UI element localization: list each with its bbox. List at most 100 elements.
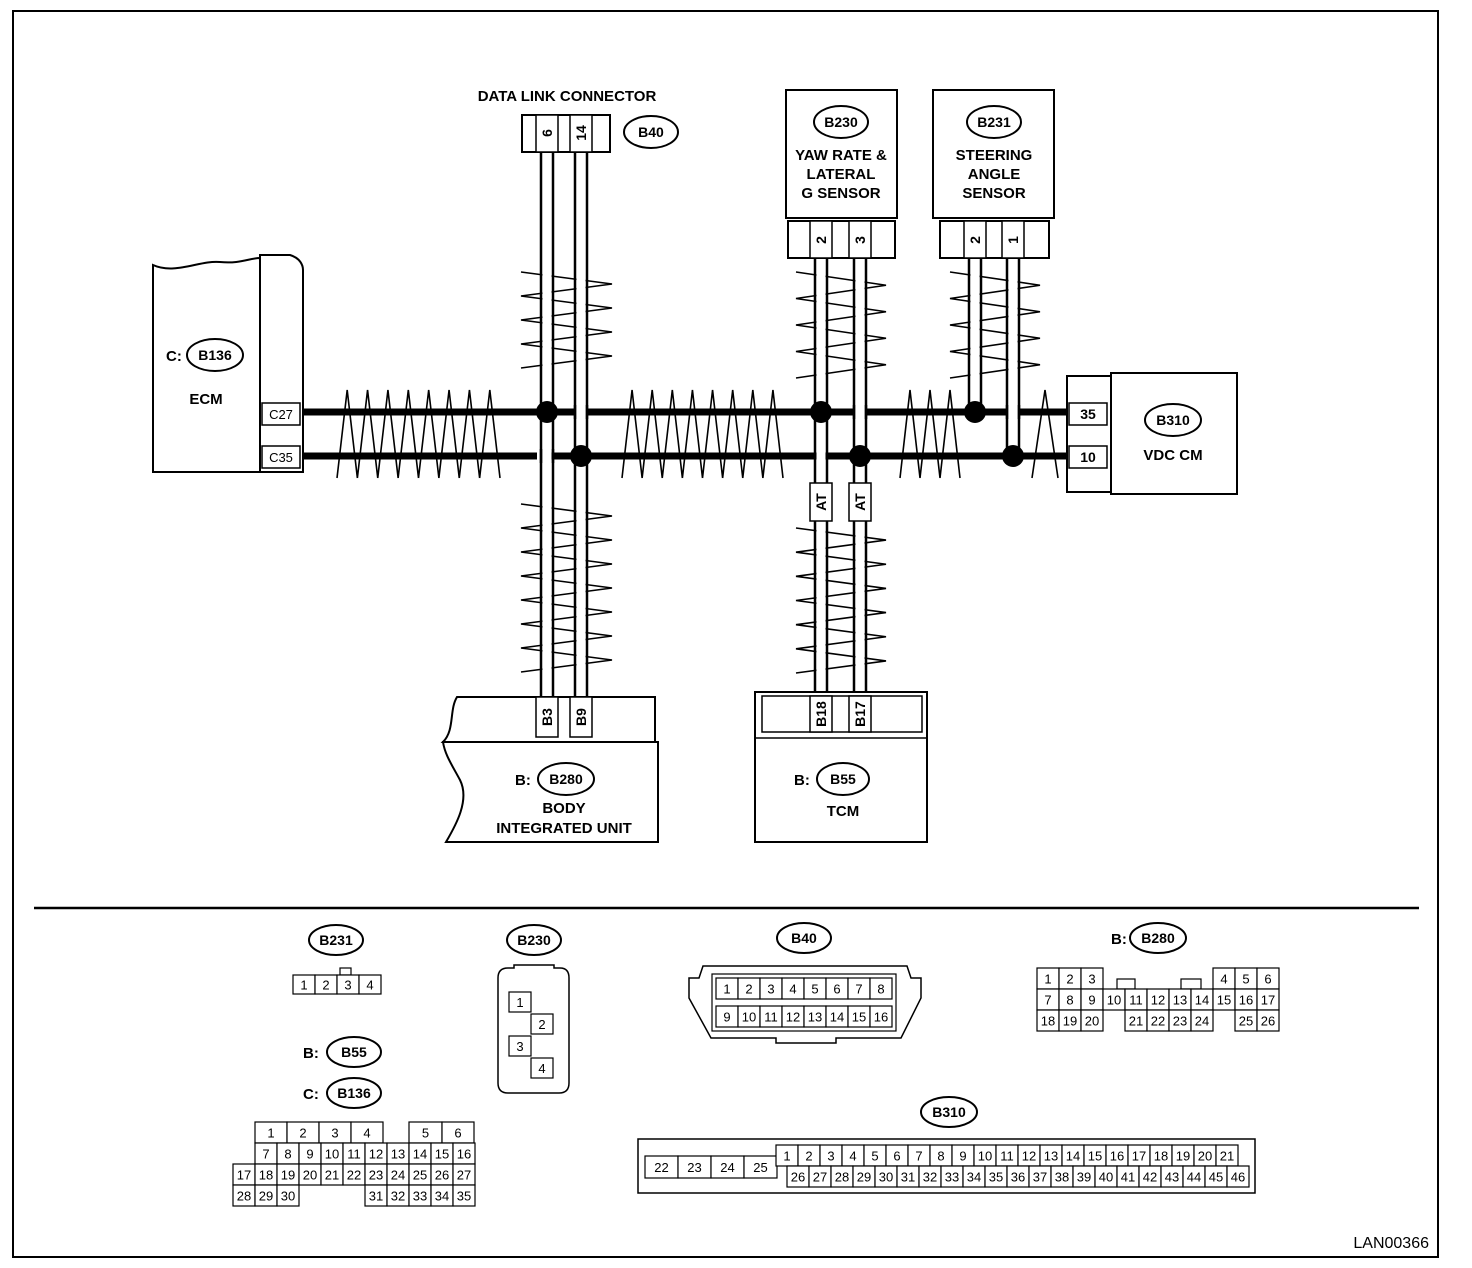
b310-pin-1-label: 1 — [783, 1149, 790, 1164]
b136-view-badge: B136 — [337, 1085, 371, 1101]
b280-pin-19-label: 19 — [1063, 1014, 1077, 1029]
b55-pin-30-cell — [276, 1184, 300, 1207]
ecm-module: C27 C35 C: B136 ECM — [152, 254, 304, 473]
b280-pin-1-label: 1 — [1044, 972, 1051, 987]
b230-pin-1-label: 1 — [516, 995, 523, 1010]
yaw-pin-a: 2 — [813, 236, 829, 244]
b55-pin-1-label: 1 — [267, 1126, 274, 1141]
b55-pin-15-label: 15 — [435, 1147, 449, 1162]
b40-pin-6-label: 6 — [833, 982, 840, 997]
dlc-connector-badge: B40 — [638, 124, 664, 140]
biu-pin-a: B3 — [539, 708, 555, 726]
ecm-name: ECM — [189, 391, 222, 408]
wire-fill — [542, 153, 1018, 696]
b280-pin-14-label: 14 — [1195, 993, 1209, 1008]
b40-pin-11-label: 11 — [764, 1010, 778, 1025]
b280-pin-18-label: 18 — [1041, 1014, 1055, 1029]
b55-pin-7-label: 7 — [262, 1147, 269, 1162]
b55-pin-8-label: 8 — [284, 1147, 291, 1162]
diagram-reference-code: LAN00366 — [1353, 1235, 1429, 1252]
b40-pin-10-label: 10 — [742, 1010, 756, 1025]
b310-pin-26-label: 26 — [791, 1170, 805, 1185]
b40-pin-14-label: 14 — [830, 1010, 844, 1025]
twist-horizontal — [1031, 389, 1059, 479]
b310-pin-12-label: 12 — [1022, 1149, 1036, 1164]
b231-view-badge: B231 — [319, 932, 353, 948]
twist-vertical — [795, 271, 887, 379]
b40-pin-2-label: 2 — [745, 982, 752, 997]
b310-pin-39-label: 39 — [1077, 1170, 1091, 1185]
b280-pin-2-label: 2 — [1066, 972, 1073, 987]
b231-pin-2-label: 2 — [322, 978, 329, 993]
b55-pin-35-label: 35 — [457, 1189, 471, 1204]
b280-pin-13-label: 13 — [1173, 993, 1187, 1008]
b40-pin-13-label: 13 — [808, 1010, 822, 1025]
b310-pin-7-label: 7 — [915, 1149, 922, 1164]
steer-pin-a: 2 — [967, 236, 983, 244]
tcm-name: TCM — [827, 803, 860, 820]
b55-pin-16-label: 16 — [457, 1147, 471, 1162]
b280-view-badge: B280 — [1141, 930, 1175, 946]
steer-connector-badge: B231 — [977, 114, 1011, 130]
b280-pin-26-cell — [1256, 1009, 1280, 1032]
b55-pin-9-label: 9 — [306, 1147, 313, 1162]
b280-pin-3-label: 3 — [1088, 972, 1095, 987]
b55-pin-18-label: 18 — [259, 1168, 273, 1183]
b280-pin-24-label: 24 — [1195, 1014, 1209, 1029]
b55-pin-22-label: 22 — [347, 1168, 361, 1183]
b55-pin-11-label: 11 — [347, 1147, 361, 1162]
b310-pin-33-label: 33 — [945, 1170, 959, 1185]
b310-pin-16-label: 16 — [1110, 1149, 1124, 1164]
b230-pin-4-cell — [530, 1057, 554, 1079]
b230-view-badge: B230 — [517, 932, 551, 948]
twist-horizontal — [621, 389, 784, 479]
b310-pin-20-label: 20 — [1198, 1149, 1212, 1164]
b310-pin-3-label: 3 — [827, 1149, 834, 1164]
steer-label-line3: SENSOR — [962, 185, 1026, 202]
b280-pin-12-label: 12 — [1151, 993, 1165, 1008]
b310-pin-34-label: 34 — [967, 1170, 981, 1185]
b280-pin-25-label: 25 — [1239, 1014, 1253, 1029]
yaw-label-line3: G SENSOR — [801, 185, 880, 202]
b55-pin-13-label: 13 — [391, 1147, 405, 1162]
b40-pin-12-label: 12 — [786, 1010, 800, 1025]
twist-vertical — [520, 271, 613, 369]
b310-pin-15-label: 15 — [1088, 1149, 1102, 1164]
yaw-pin-b: 3 — [852, 236, 868, 244]
b280-pin-23-label: 23 — [1173, 1014, 1187, 1029]
yaw-label-line2: LATERAL — [807, 166, 876, 183]
biu-label-line2: INTEGRATED UNIT — [496, 820, 632, 837]
b40-pin-16-cell — [869, 1005, 893, 1028]
b310-pin-18-label: 18 — [1154, 1149, 1168, 1164]
b310-pin-17-label: 17 — [1132, 1149, 1146, 1164]
steer-label-line2: ANGLE — [968, 166, 1021, 183]
b310-pin-37-label: 37 — [1033, 1170, 1047, 1185]
dlc-pin-b: 14 — [573, 125, 589, 141]
b55-pin-2-label: 2 — [299, 1126, 306, 1141]
b310-pin-2-label: 2 — [805, 1149, 812, 1164]
b55-pin-25-label: 25 — [413, 1168, 427, 1183]
b280-pin-16-label: 16 — [1239, 993, 1253, 1008]
b310-pin-22-label: 22 — [654, 1160, 668, 1175]
b310-pin-13-label: 13 — [1044, 1149, 1058, 1164]
dlc-pin-a: 6 — [539, 129, 555, 137]
b310-pin-24-label: 24 — [720, 1160, 734, 1175]
ecm-pin-upper: C27 — [269, 407, 293, 422]
b310-pin-6-label: 6 — [893, 1149, 900, 1164]
biu-label-line1: BODY — [542, 800, 585, 817]
b55-pin-27-label: 27 — [457, 1168, 471, 1183]
twist-vertical — [949, 271, 1041, 379]
b310-pin-40-label: 40 — [1099, 1170, 1113, 1185]
b55-pin-28-label: 28 — [237, 1189, 251, 1204]
b280-pin-24-cell — [1190, 1009, 1214, 1032]
b55-pin-4-label: 4 — [363, 1126, 370, 1141]
b280-pin-26-label: 26 — [1261, 1014, 1275, 1029]
b310-pin-14-label: 14 — [1066, 1149, 1080, 1164]
b55-pin-24-label: 24 — [391, 1168, 405, 1183]
b40-pin-9-label: 9 — [723, 1010, 730, 1025]
b55-pin-17-label: 17 — [237, 1168, 251, 1183]
